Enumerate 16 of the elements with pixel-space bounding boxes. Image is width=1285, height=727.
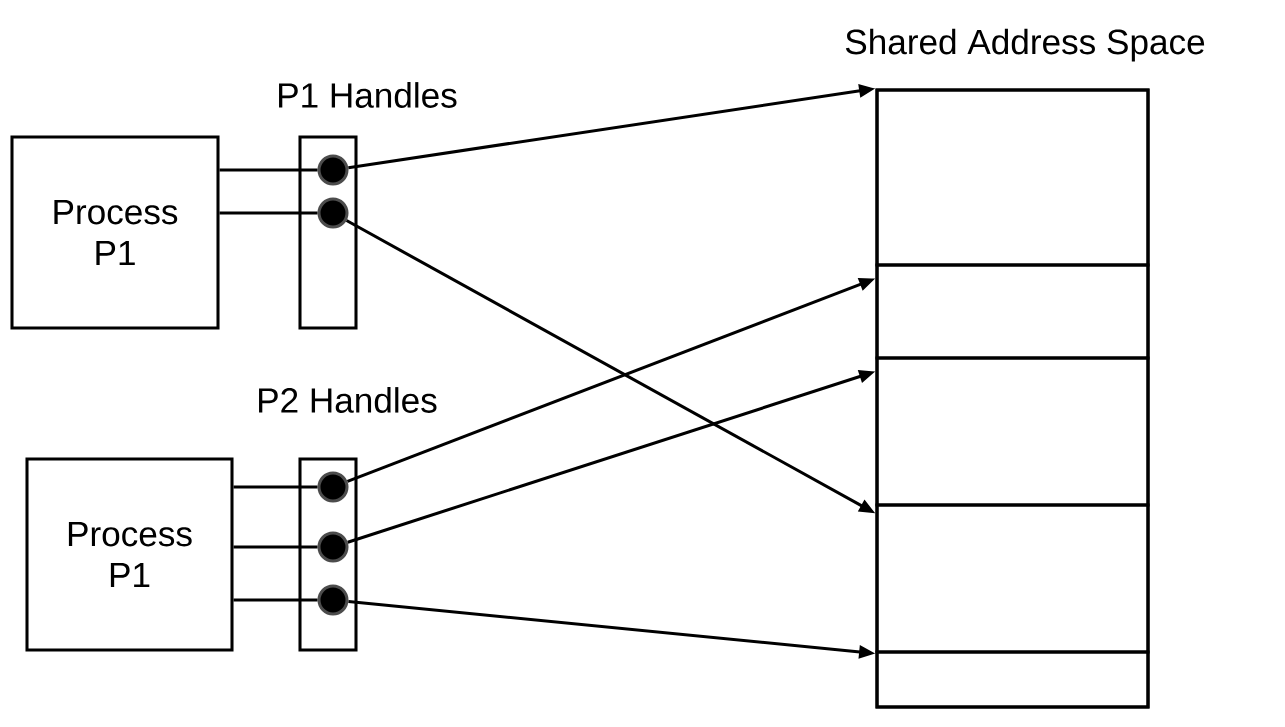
memory-cell (875, 650, 1150, 709)
connector-line (233, 598, 318, 602)
handle-dot (317, 471, 349, 503)
heading: P1 Handles (279, 82, 457, 108)
process-box: Process P1 (10, 135, 220, 330)
connector-line (219, 211, 318, 215)
connector-line (219, 168, 318, 172)
connector-line (233, 485, 318, 489)
handle-dot (317, 154, 349, 186)
process-box: Process P1 (25, 457, 234, 652)
handle-dot (317, 197, 349, 229)
connector-line (233, 545, 318, 549)
heading: Shared Address Space (845, 28, 1205, 62)
handle-dot (317, 531, 349, 563)
heading: P2 Handles (259, 387, 437, 413)
handle-dot (317, 584, 349, 616)
